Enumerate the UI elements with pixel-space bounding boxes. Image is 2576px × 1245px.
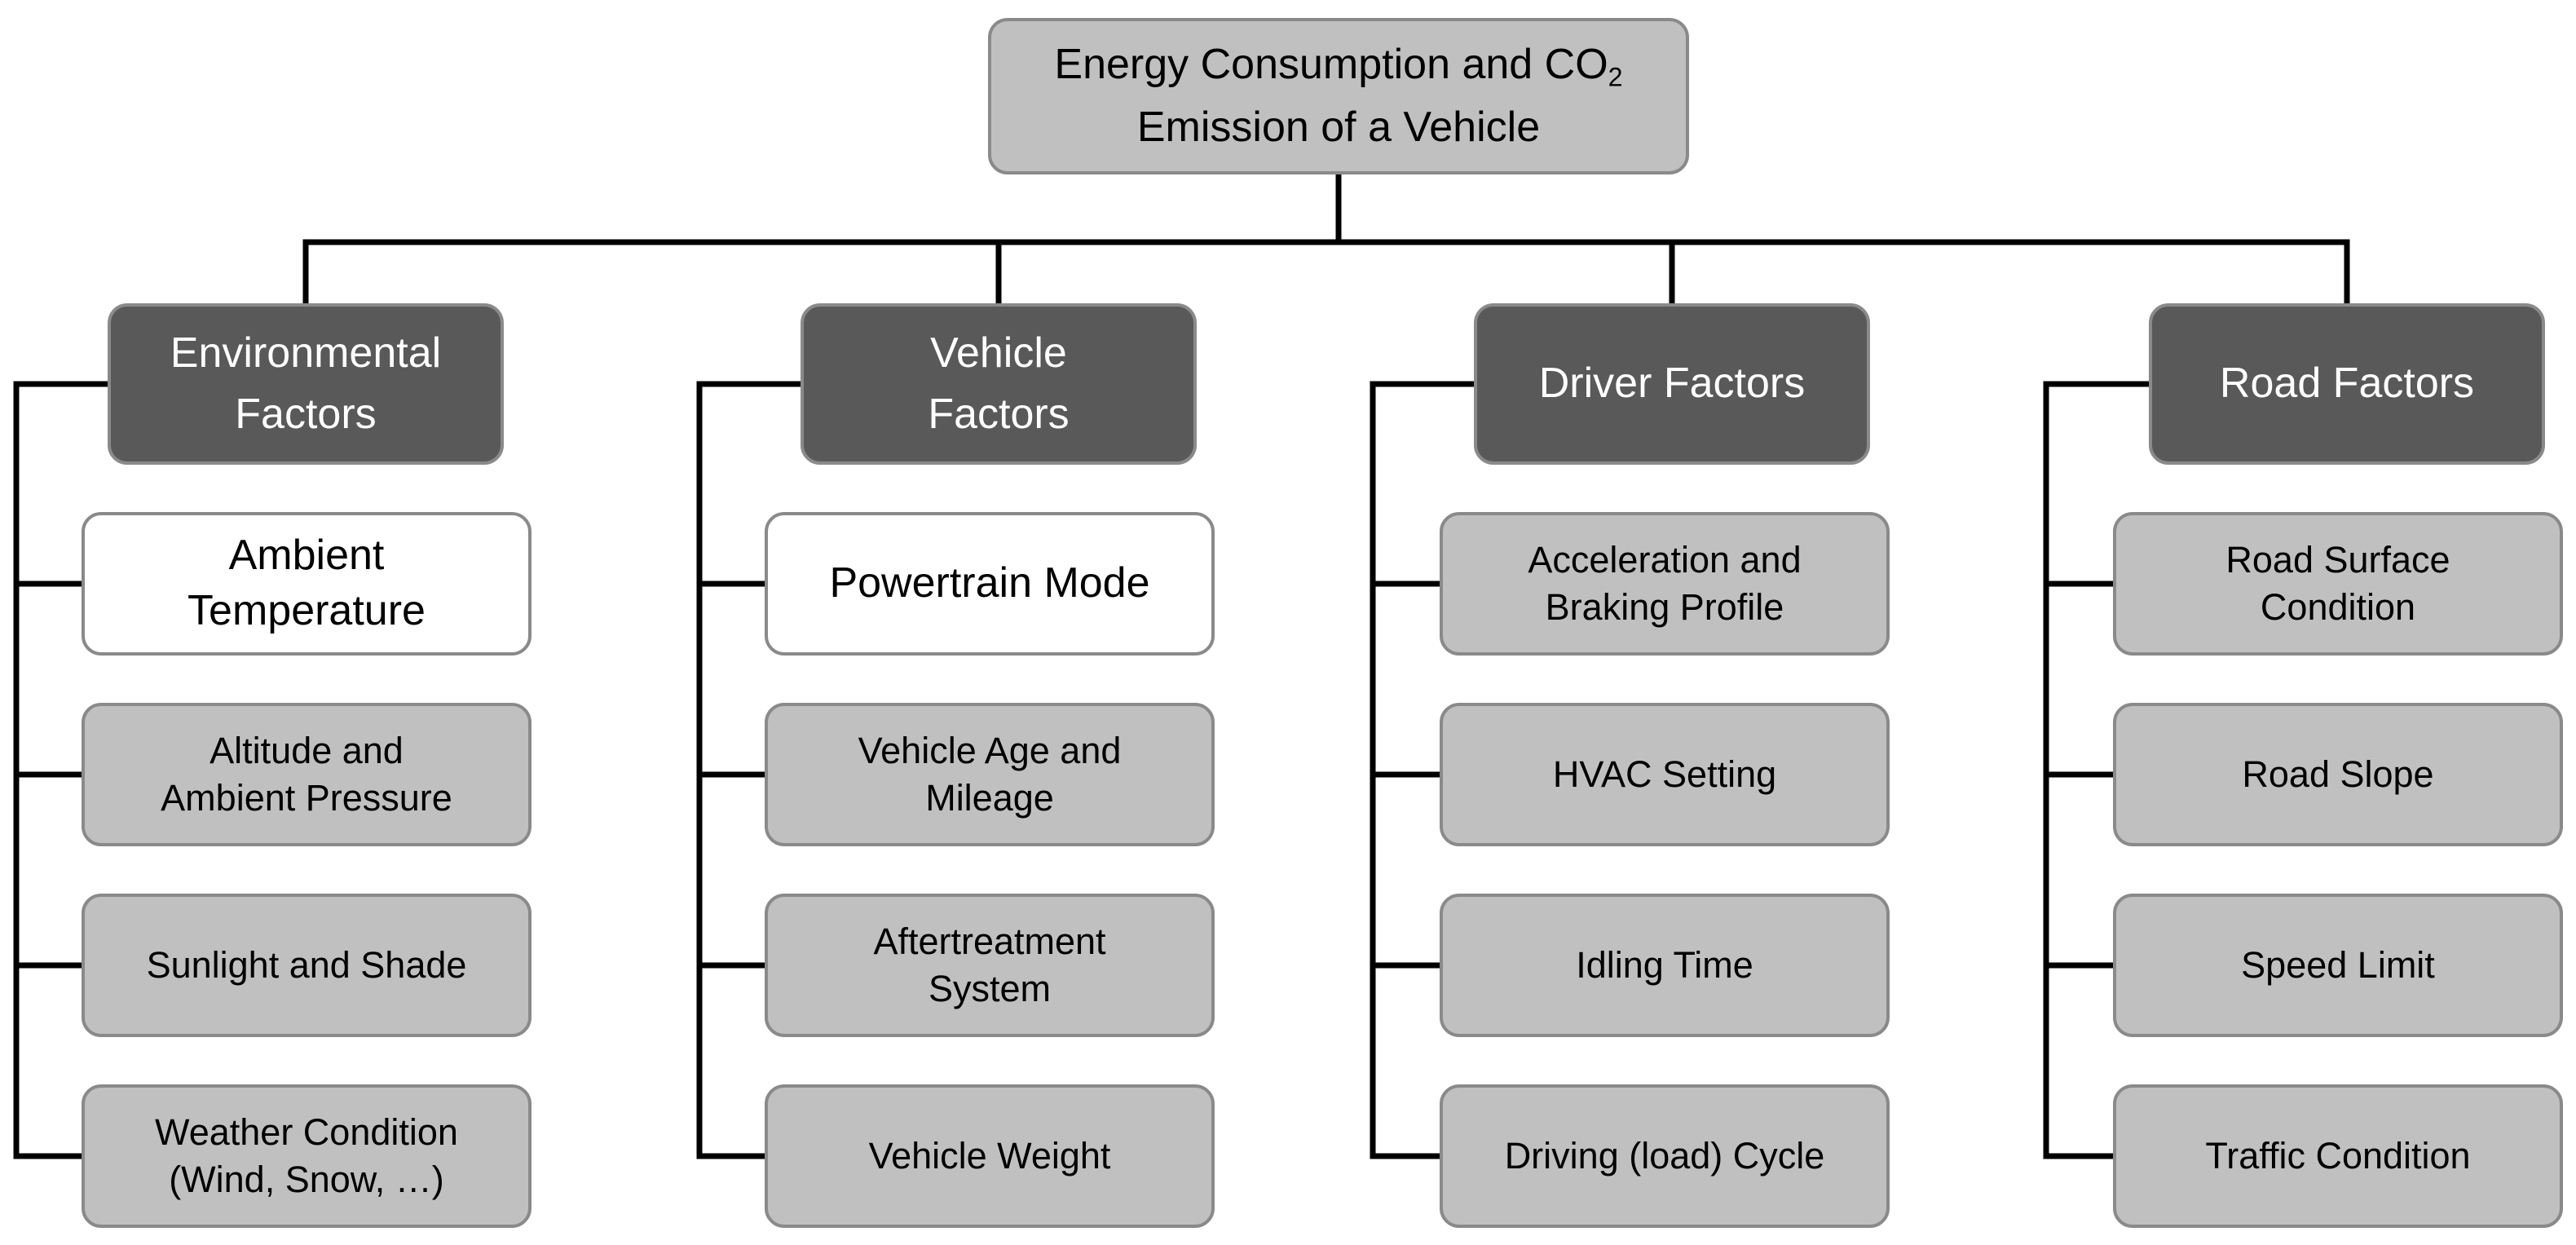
root-subscript: 2 (1608, 62, 1623, 92)
text-line: Temperature (187, 587, 426, 634)
factor-node: Vehicle Weight (765, 1084, 1215, 1228)
text-line: Environmental (170, 329, 442, 377)
root-node: Energy Consumption and CO2 Emission of a… (988, 18, 1689, 174)
text-line: Road Slope (2242, 753, 2434, 795)
text-line: Vehicle Weight (868, 1134, 1111, 1177)
text-line: Ambient (228, 532, 385, 580)
factor-node: HVAC Setting (1440, 703, 1890, 846)
factor-node: Powertrain Mode (765, 512, 1215, 656)
text-line: Aftertreatment (873, 920, 1106, 962)
text-line: System (928, 968, 1052, 1009)
root-line-1: Energy Consumption and CO (1054, 41, 1608, 89)
factor-node: Weather Condition (Wind, Snow, …) (82, 1084, 532, 1228)
text-line: Road Surface (2225, 538, 2450, 581)
text-line: Ambient Pressure (161, 777, 452, 819)
category-node: Driver Factors (1474, 303, 1870, 465)
factor-node: Driving (load) Cycle (1440, 1084, 1890, 1228)
text-line: Condition (2260, 586, 2416, 628)
category-node: Road Factors (2149, 303, 2545, 465)
text-line: Acceleration and (1528, 538, 1802, 581)
text-line: Vehicle Age and (858, 729, 1122, 771)
text-line: (Wind, Snow, …) (169, 1159, 444, 1200)
factor-node: Sunlight and Shade (82, 894, 532, 1037)
text-line: Sunlight and Shade (146, 943, 467, 986)
text-line: Speed Limit (2241, 943, 2435, 986)
factor-node: Idling Time (1440, 894, 1890, 1037)
root-line-2: Emission of a Vehicle (1136, 103, 1541, 151)
text-line: Altitude and (210, 729, 404, 771)
text-line: Driver Factors (1538, 360, 1806, 408)
text-line: Factors (928, 391, 1070, 438)
factor-node: Road Slope (2113, 703, 2563, 846)
text-line: HVAC Setting (1552, 753, 1777, 795)
text-line: Traffic Condition (2205, 1134, 2471, 1177)
text-line: Driving (load) Cycle (1504, 1134, 1825, 1177)
text-line: Braking Profile (1545, 586, 1784, 628)
text-line: Mileage (925, 777, 1054, 819)
text-line: Idling Time (1576, 943, 1753, 986)
text-line: Weather Condition (155, 1110, 458, 1153)
text-line: Road Factors (2219, 360, 2475, 408)
text-line: Vehicle (930, 329, 1067, 377)
factor-node: Speed Limit (2113, 894, 2563, 1037)
text-line: Powertrain Mode (829, 559, 1150, 607)
factor-node: Traffic Condition (2113, 1084, 2563, 1228)
text-line: Factors (235, 391, 377, 438)
